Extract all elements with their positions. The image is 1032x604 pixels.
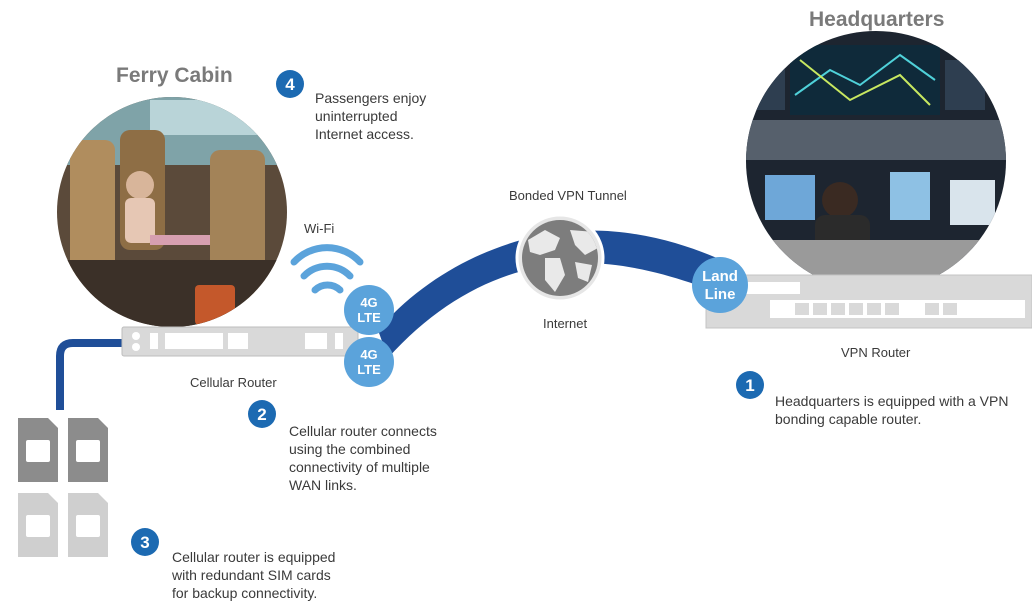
svg-text:4G: 4G (360, 295, 377, 310)
lte-badge-2: 4G LTE (344, 337, 394, 387)
headquarters-photo (746, 31, 1006, 291)
cellular-router-label: Cellular Router (190, 375, 277, 390)
ferry-cabin-title: Ferry Cabin (116, 64, 233, 87)
sim-chip-icons (26, 440, 100, 537)
step-number-1: 1 (736, 371, 764, 399)
step-number-2: 2 (248, 400, 276, 428)
step-1-text: Headquarters is equipped with a VPN bond… (775, 393, 1009, 427)
globe-icon (515, 213, 605, 303)
ferry-cabin-photo (57, 97, 287, 327)
svg-text:2: 2 (257, 405, 266, 424)
vpn-router-device (705, 274, 1032, 329)
wifi-icon (290, 244, 364, 294)
cellular-router-device (121, 326, 359, 357)
step-4-text: Passengers enjoy uninterrupted Internet … (315, 90, 427, 142)
internet-label: Internet (543, 316, 588, 331)
svg-text:3: 3 (140, 533, 149, 552)
svg-text:Line: Line (705, 286, 736, 303)
wifi-label: Wi-Fi (304, 221, 335, 236)
svg-text:LTE: LTE (357, 362, 381, 377)
svg-text:1: 1 (745, 376, 754, 395)
svg-text:4: 4 (285, 75, 295, 94)
lte-badge-1: 4G LTE (344, 285, 394, 335)
step-number-3: 3 (131, 528, 159, 556)
svg-text:Land: Land (702, 268, 738, 285)
headquarters-title: Headquarters (809, 8, 945, 31)
land-line-badge: Land Line (692, 257, 748, 313)
step-2-text: Cellular router connects using the combi… (289, 423, 437, 493)
step-number-4: 4 (276, 70, 304, 98)
vpn-tunnel-band (378, 230, 740, 358)
step-3-text: Cellular router is equipped with redunda… (172, 549, 336, 601)
sim-cable (56, 339, 130, 410)
svg-text:LTE: LTE (357, 310, 381, 325)
bonded-vpn-tunnel-label: Bonded VPN Tunnel (509, 188, 627, 203)
vpn-router-label: VPN Router (841, 345, 911, 360)
svg-text:4G: 4G (360, 347, 377, 362)
